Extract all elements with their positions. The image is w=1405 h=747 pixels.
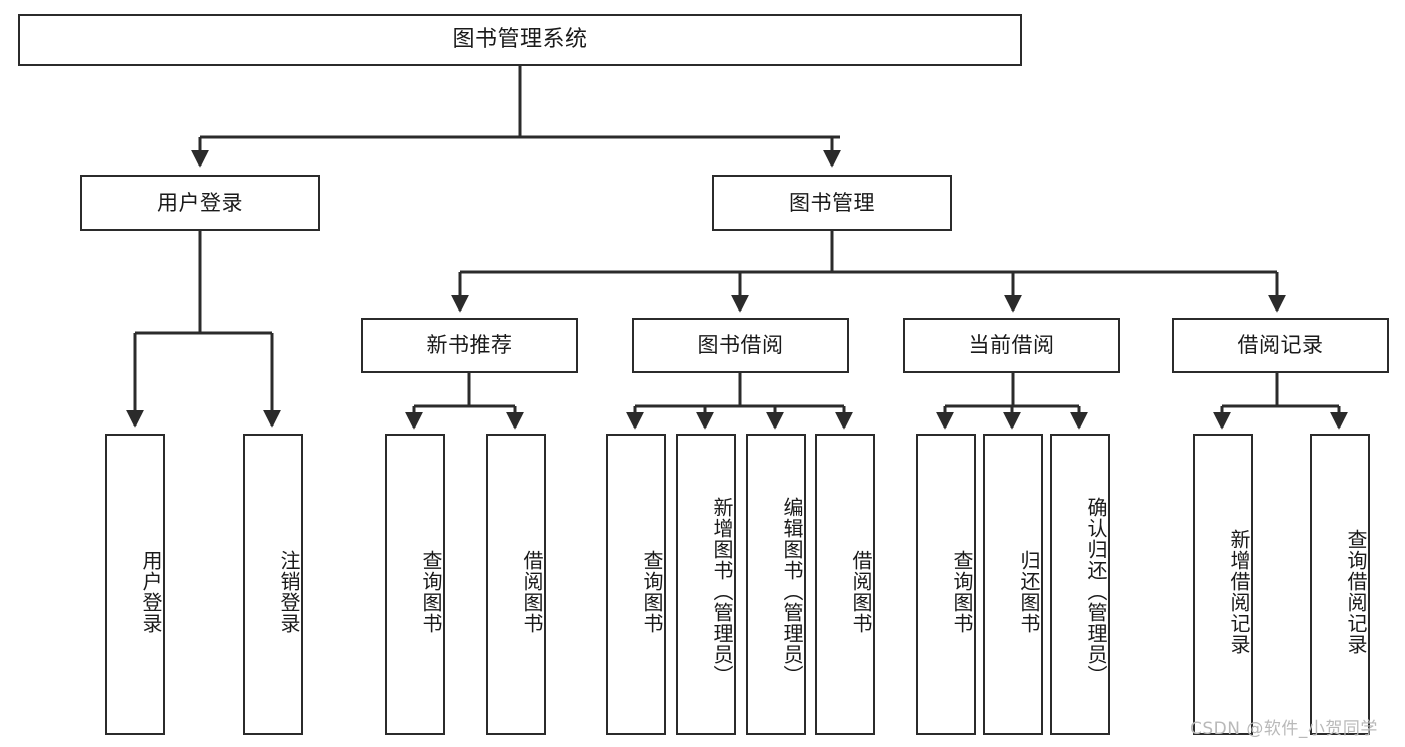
leaf-label: 查询图书 [640, 549, 664, 634]
node-root[interactable]: 图书管理系统 [18, 14, 1022, 66]
leaf-label: 查询图书 [950, 549, 974, 634]
leaf-user-login-logout[interactable]: 注销登录 [243, 434, 303, 735]
csdn-watermark: CSDN @软件_小贺同学 [1190, 719, 1378, 739]
leaf-label: 查询借阅记录 [1344, 528, 1368, 655]
leaf-label: 借阅图书 [520, 549, 544, 634]
node-user-login[interactable]: 用户登录 [80, 175, 320, 231]
node-borrow-record[interactable]: 借阅记录 [1172, 318, 1389, 373]
leaf-borrow-record-query[interactable]: 查询借阅记录 [1310, 434, 1370, 735]
node-book-management[interactable]: 图书管理 [712, 175, 952, 231]
leaf-label: 用户登录 [139, 549, 163, 634]
leaf-book-borrow-query[interactable]: 查询图书 [606, 434, 666, 735]
leaf-label: 注销登录 [277, 549, 301, 634]
node-book-borrow[interactable]: 图书借阅 [632, 318, 849, 373]
leaf-label: 借阅图书 [849, 549, 873, 634]
leaf-label: 新增借阅记录 [1227, 528, 1251, 655]
node-new-book-recommend[interactable]: 新书推荐 [361, 318, 578, 373]
leaf-label: 编辑图书（管理员） [780, 497, 804, 686]
leaf-label: 查询图书 [419, 549, 443, 634]
leaf-current-borrow-query[interactable]: 查询图书 [916, 434, 976, 735]
node-current-borrow[interactable]: 当前借阅 [903, 318, 1120, 373]
leaf-new-book-query[interactable]: 查询图书 [385, 434, 445, 735]
leaf-book-borrow-edit[interactable]: 编辑图书（管理员） [746, 434, 806, 735]
leaf-book-borrow-borrow[interactable]: 借阅图书 [815, 434, 875, 735]
leaf-current-borrow-return[interactable]: 归还图书 [983, 434, 1043, 735]
leaf-label: 归还图书 [1017, 549, 1041, 634]
leaf-label: 新增图书（管理员） [710, 497, 734, 686]
leaf-new-book-borrow[interactable]: 借阅图书 [486, 434, 546, 735]
leaf-book-borrow-add[interactable]: 新增图书（管理员） [676, 434, 736, 735]
leaf-current-borrow-confirm-return[interactable]: 确认归还（管理员） [1050, 434, 1110, 735]
leaf-borrow-record-add[interactable]: 新增借阅记录 [1193, 434, 1253, 735]
leaf-user-login-login[interactable]: 用户登录 [105, 434, 165, 735]
leaf-label: 确认归还（管理员） [1084, 497, 1108, 686]
